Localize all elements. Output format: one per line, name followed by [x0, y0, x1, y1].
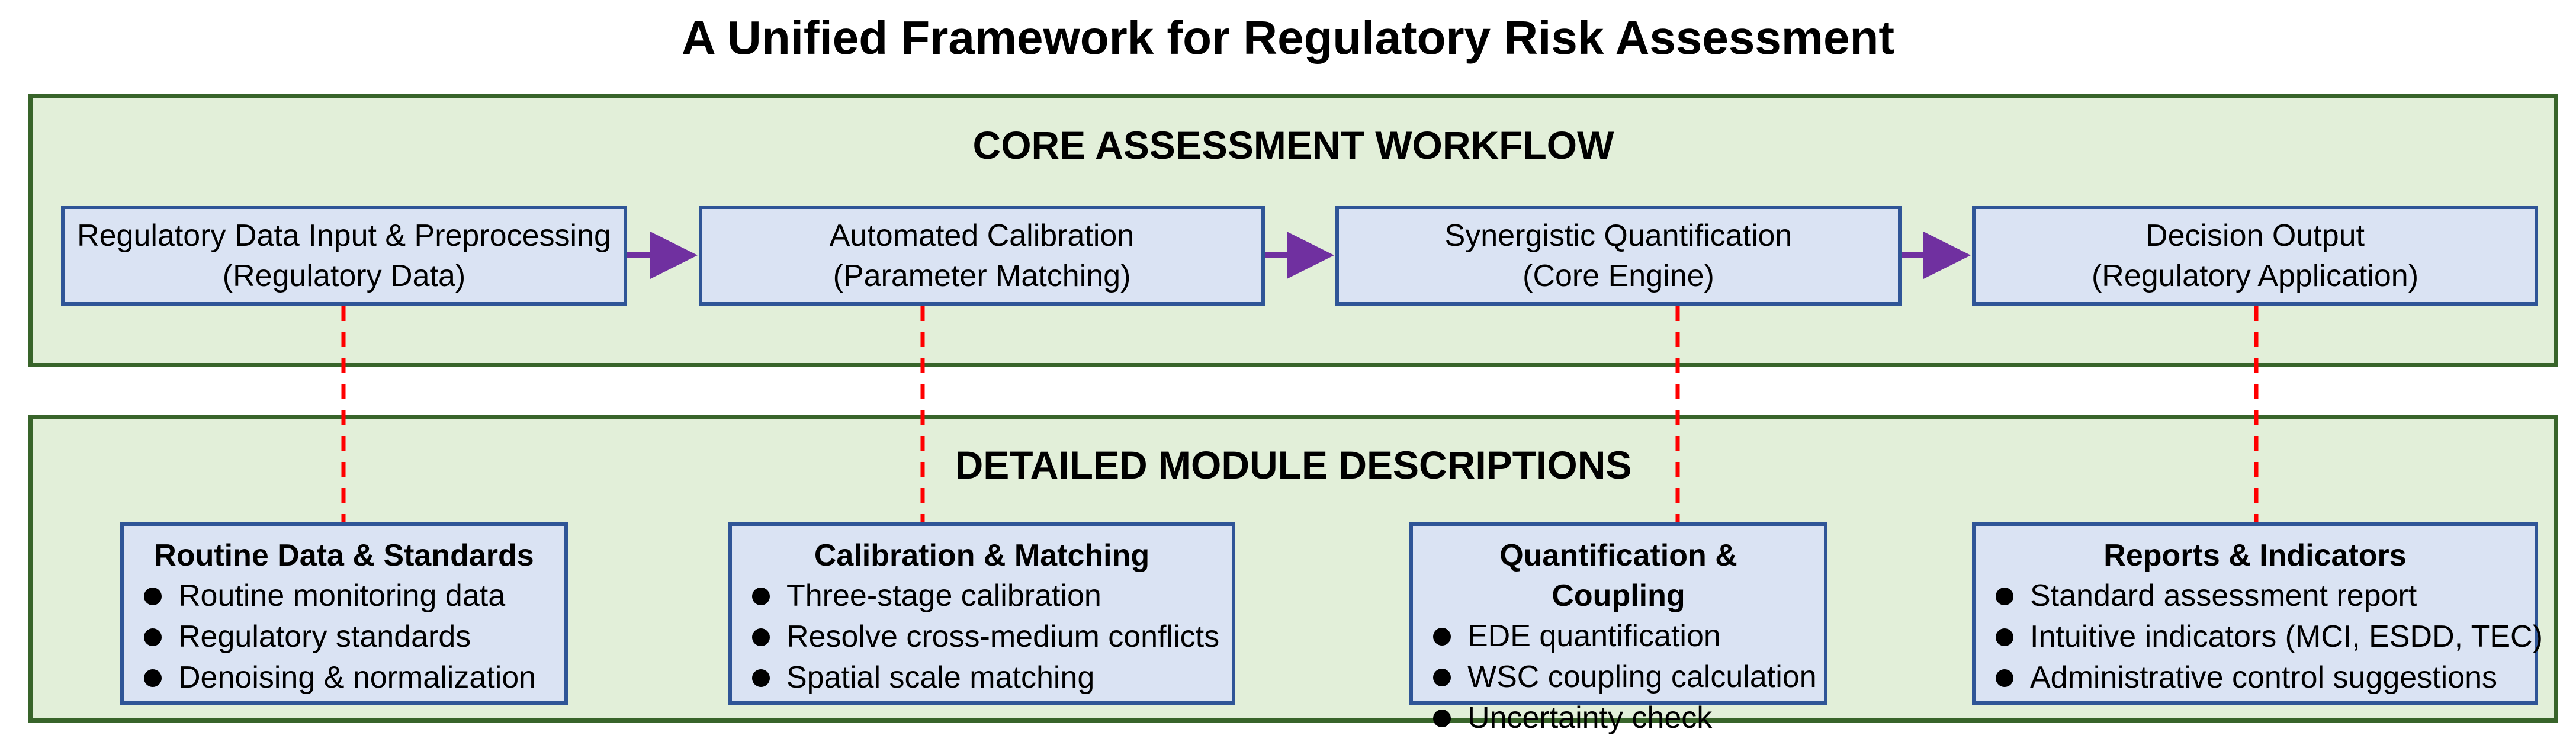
- diagram-title: A Unified Framework for Regulatory Risk …: [682, 11, 1894, 64]
- list-item: Resolve cross-medium conflicts: [749, 617, 1219, 657]
- list-item: Denoising & normalization: [140, 657, 548, 698]
- step-title: Automated Calibration: [829, 218, 1135, 253]
- list-item: Uncertainty check: [1430, 698, 1807, 739]
- step-subtitle: (Regulatory Data): [222, 258, 466, 293]
- list-item: WSC coupling calculation: [1430, 657, 1817, 698]
- module-item-list: Three-stage calibration Resolve cross-me…: [749, 576, 1219, 698]
- bullet-icon: [1996, 669, 2013, 687]
- module-title: Routine Data & Standards: [154, 538, 534, 573]
- core-workflow-heading: CORE ASSESSMENT WORKFLOW: [972, 123, 1614, 167]
- workflow-step-quantification: Synergistic Quantification (Core Engine): [1335, 206, 1902, 306]
- list-item: Regulatory standards: [140, 617, 548, 657]
- module-title: Calibration & Matching: [814, 538, 1150, 573]
- module-descriptions-heading: DETAILED MODULE DESCRIPTIONS: [955, 443, 1632, 487]
- bullet-icon: [144, 628, 162, 646]
- module-calibration: Calibration & Matching Three-stage calib…: [728, 522, 1235, 705]
- list-item: EDE quantification: [1430, 616, 1807, 657]
- list-item: Standard assessment report: [1992, 576, 2518, 617]
- step-subtitle: (Regulatory Application): [2091, 258, 2419, 293]
- list-item: Routine monitoring data: [140, 576, 548, 617]
- bullet-icon: [1433, 710, 1451, 727]
- bullet-icon: [1433, 669, 1451, 686]
- module-item-list: Standard assessment report Intuitive ind…: [1992, 576, 2543, 698]
- bullet-icon: [144, 669, 162, 687]
- step-title: Regulatory Data Input & Preprocessing: [77, 218, 611, 253]
- list-item: Three-stage calibration: [749, 576, 1215, 617]
- bullet-icon: [144, 588, 162, 605]
- bullet-icon: [1433, 628, 1451, 646]
- module-quantification: Quantification & Coupling EDE quantifica…: [1409, 522, 1827, 735]
- list-item: Administrative control suggestions: [1992, 657, 2518, 698]
- module-item-list: EDE quantification WSC coupling calculat…: [1430, 616, 1817, 739]
- list-item: Intuitive indicators (MCI, ESDD, TEC): [1992, 617, 2543, 657]
- bullet-icon: [1996, 588, 2013, 605]
- step-title: Synergistic Quantification: [1444, 218, 1793, 253]
- step-subtitle: (Core Engine): [1523, 258, 1714, 293]
- workflow-step-decision-output: Decision Output (Regulatory Application): [1972, 206, 2538, 306]
- module-title: Quantification & Coupling: [1499, 538, 1737, 613]
- step-subtitle: (Parameter Matching): [833, 258, 1131, 293]
- module-title: Reports & Indicators: [2103, 538, 2407, 573]
- module-routine-data: Routine Data & Standards Routine monitor…: [120, 522, 568, 705]
- module-reports: Reports & Indicators Standard assessment…: [1972, 522, 2543, 705]
- module-item-list: Routine monitoring data Regulatory stand…: [140, 576, 548, 698]
- bullet-icon: [752, 669, 770, 687]
- bullet-icon: [752, 628, 770, 646]
- workflow-step-calibration: Automated Calibration (Parameter Matchin…: [699, 206, 1265, 306]
- step-title: Decision Output: [2145, 218, 2365, 253]
- list-item: Spatial scale matching: [749, 657, 1215, 698]
- bullet-icon: [1996, 628, 2013, 646]
- bullet-icon: [752, 588, 770, 605]
- workflow-step-data-input: Regulatory Data Input & Preprocessing (R…: [61, 206, 627, 306]
